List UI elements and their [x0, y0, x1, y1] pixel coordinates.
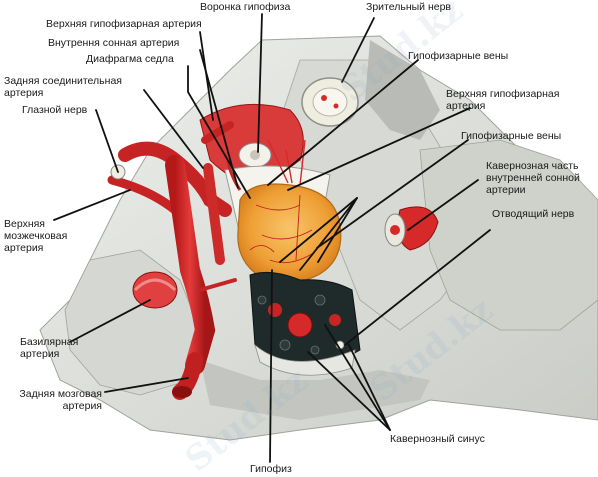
label-otvodyashy: Отводящий нерв [492, 208, 575, 220]
label-bazilyarnaya: Базилярная артерия [20, 336, 79, 360]
cavernous-ica-right [384, 206, 439, 251]
cavernous-sinus [249, 271, 361, 376]
label-kavern-sinus: Кавернозный синус [390, 433, 485, 445]
leader-lines [53, 13, 491, 463]
arterial-tree [107, 121, 242, 400]
label-vnutr-sonnaya: Внутрення сонная артерия [48, 37, 180, 49]
label-verkh-mozzh: Верхняя мозжечковая артерия [4, 218, 68, 254]
label-kavern-chast: Кавернозная часть внутренней сонной арте… [486, 160, 580, 196]
label-zadnyaya-mozg: Задняя мозговая артерия [19, 388, 102, 412]
label-gipof-veny-1: Гипофизарные вены [408, 50, 509, 62]
label-diafragma: Диафрагма седла [86, 53, 174, 65]
pituitary-gland [237, 139, 342, 284]
optic-nerve [301, 77, 359, 127]
label-glaznoy: Глазной нерв [22, 104, 88, 116]
label-zadnyaya-soed: Задняя соединительная артерия [4, 75, 122, 99]
label-gipof-veny-2: Гипофизарные вены [461, 130, 562, 142]
label-gipofiz: Гипофиз [250, 463, 292, 475]
label-voronka: Воронка гипофиза [200, 1, 291, 13]
label-verkh-art-2: Верхняя гипофизарная артерия [446, 88, 560, 112]
label-zritelny: Зрительный нерв [366, 1, 452, 13]
label-verkh-art-1: Верхняя гипофизарная артерия [46, 18, 202, 30]
